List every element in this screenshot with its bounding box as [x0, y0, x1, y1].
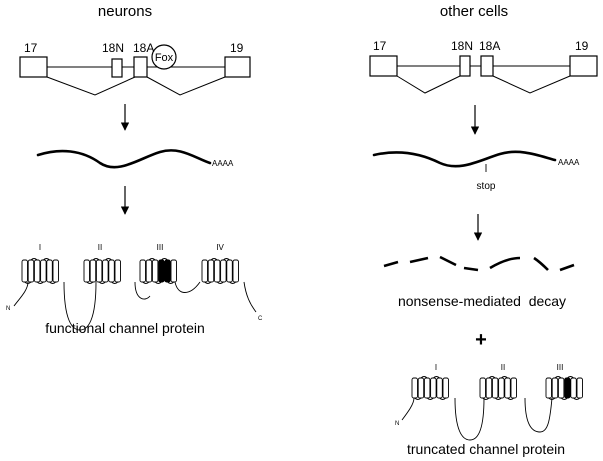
- truncated-domain-i-helix-s6: [442, 377, 449, 399]
- neurons-panel: neurons 17 18N 18A 19 Fox AAAA: [6, 3, 263, 336]
- truncated-domain-iii-helix-s5: [570, 377, 577, 399]
- exon-18n-label: 18N: [102, 41, 124, 55]
- n-terminus-label: N: [6, 306, 10, 312]
- plus-sign: +: [475, 329, 487, 351]
- fox-protein-circle: [151, 44, 177, 70]
- truncated-domain-i-helix-s5: [436, 377, 443, 399]
- truncated-domain-iii-helix-s6: [576, 377, 583, 399]
- domain-iv-helix-s4: [220, 259, 227, 283]
- domain-i-label: I: [39, 243, 41, 252]
- truncated-channel-protein: N C I II III: [395, 363, 583, 441]
- domain-iii-helix-s3: [151, 259, 159, 283]
- truncated-domain-i-helix-s4: [430, 377, 437, 399]
- exon-19-label: 19: [230, 41, 244, 55]
- domain-iii-helix-s1: [139, 259, 146, 283]
- domain-iii-helix-s5: [164, 259, 171, 283]
- truncated-domain-iii-helix-s3: [557, 377, 565, 399]
- degraded-mrna-fragments: [383, 255, 575, 272]
- truncated-protein-caption: truncated channel protein: [407, 441, 565, 457]
- truncated-domain-i-helix-s3: [423, 377, 431, 399]
- truncated-domain-ii-helix-s3: [491, 377, 499, 399]
- functional-protein-caption: functional channel protein: [45, 320, 205, 336]
- exon-19-box: [224, 56, 251, 78]
- domain-iii-helix-s4: [158, 259, 165, 283]
- other-exon-17-box: [369, 55, 398, 77]
- domain-ii-helix-s3: [95, 259, 103, 283]
- truncated-domain-ii-helix-s4: [498, 377, 505, 399]
- domain-ii-helix-s2: [89, 259, 97, 283]
- exon-18a-box: [133, 56, 148, 78]
- other-cells-title: other cells: [440, 3, 508, 20]
- other-exon-18a-box: [480, 55, 494, 77]
- exon-17-label: 17: [24, 41, 38, 55]
- domain-iv-label: IV: [216, 243, 224, 252]
- domain-iv-helix-s5: [226, 259, 233, 283]
- other-exon-18a-label: 18A: [479, 39, 500, 53]
- other-exon-19-label: 19: [575, 39, 589, 53]
- domain-iii-helix-s6: [170, 259, 177, 283]
- domain-ii-helix-s4: [102, 259, 109, 283]
- domain-i-helix-s5: [46, 259, 53, 283]
- other-cells-gene-schematic: 17 18N 18A 19: [369, 39, 598, 94]
- exon-18n-box: [111, 58, 123, 78]
- functional-channel-protein: N C I II III IV: [6, 243, 263, 331]
- other-cells-panel: other cells 17 18N 18A 19 stop AAAA: [369, 3, 598, 457]
- other-exon-17-label: 17: [373, 39, 387, 53]
- domain-iii-helix-s2: [145, 259, 153, 283]
- domain-i-helix-s3: [33, 259, 41, 283]
- domain-i-helix-s4: [40, 259, 47, 283]
- truncated-domain-i-helix-s1: [411, 377, 418, 399]
- truncated-domain-ii-helix-s2: [485, 377, 493, 399]
- domain-iii-label: III: [157, 243, 164, 252]
- truncated-domain-i-helix-s2: [417, 377, 425, 399]
- domain-i-helix-s2: [27, 259, 35, 283]
- truncated-domain-iii-helix-s4: [564, 377, 571, 399]
- truncated-domain-ii-label: II: [501, 363, 505, 372]
- domain-iv-helix-s1: [201, 259, 208, 283]
- exon-18a-label: 18A: [133, 41, 154, 55]
- truncated-domain-iii-helix-s2: [551, 377, 559, 399]
- exon-17-box: [19, 56, 48, 78]
- c-terminus-label: C: [258, 316, 263, 322]
- neurons-gene-schematic: 17 18N 18A 19 Fox: [19, 41, 251, 96]
- other-exon-19-box: [569, 55, 598, 77]
- domain-ii-label: II: [98, 243, 102, 252]
- domain-ii-helix-s5: [108, 259, 115, 283]
- truncated-n-terminus-label: N: [395, 421, 399, 427]
- truncated-domain-iii-label: III: [557, 363, 564, 372]
- other-exon-18n-label: 18N: [451, 39, 473, 53]
- truncated-domain-i-label: I: [435, 363, 437, 372]
- fox-label: Fox: [155, 52, 174, 64]
- truncated-domain-ii-helix-s5: [504, 377, 511, 399]
- truncated-domain-ii-helix-s1: [479, 377, 486, 399]
- domain-iv-helix-s3: [213, 259, 221, 283]
- other-cells-polya-tail: AAAA: [558, 158, 580, 167]
- other-cells-mrna: stop AAAA: [372, 150, 580, 192]
- domain-i-helix-s1: [21, 259, 28, 283]
- domain-ii-helix-s1: [83, 259, 90, 283]
- truncated-domain-ii-helix-s6: [510, 377, 517, 399]
- other-exon-18n-box: [459, 55, 471, 77]
- neurons-title: neurons: [98, 3, 152, 20]
- truncated-domain-iii-helix-s1: [545, 377, 552, 399]
- stop-codon-label: stop: [477, 181, 496, 192]
- nonsense-mediated-decay-label: nonsense-mediated decay: [398, 293, 566, 309]
- domain-i-helix-s6: [52, 259, 59, 283]
- domain-ii-helix-s6: [114, 259, 121, 283]
- neurons-polya-tail: AAAA: [212, 159, 234, 168]
- neurons-mrna: AAAA: [36, 149, 234, 169]
- domain-iv-helix-s6: [232, 259, 239, 283]
- domain-iv-helix-s2: [207, 259, 215, 283]
